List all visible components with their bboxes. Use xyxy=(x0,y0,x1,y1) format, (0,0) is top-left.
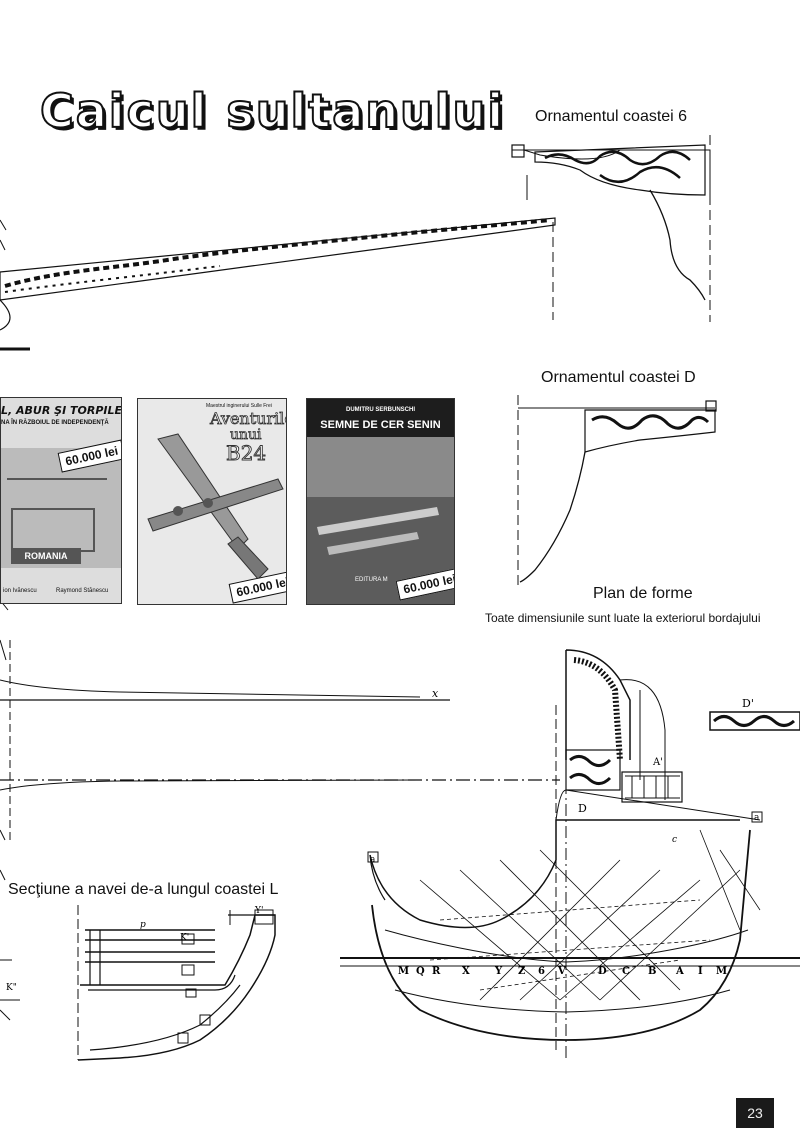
x-axis-label: x xyxy=(432,687,439,700)
d-prime-label: D' xyxy=(742,697,754,710)
y-prime-label: Y' xyxy=(254,906,263,916)
waterline-labels: M Q R X Y Z 6 V D C B A I M xyxy=(398,966,727,977)
book-2-series: Maestrul inginerului Sulle Frei xyxy=(206,403,272,409)
d-prime-ornament xyxy=(709,711,800,731)
jet-illustration xyxy=(307,437,454,604)
c-label: c xyxy=(672,835,677,845)
wl-label: M xyxy=(398,966,409,977)
body-plan-hull xyxy=(340,705,800,1050)
k-prime-label: K' xyxy=(180,933,189,943)
wl-label: C xyxy=(622,966,630,977)
wl-label: V xyxy=(557,966,566,977)
wl-label: A xyxy=(675,966,684,977)
stern-ornament-drawing xyxy=(0,217,556,351)
a-label: a xyxy=(370,855,376,865)
book-1-badge: ROMANIA xyxy=(11,548,81,564)
wl-label: Y xyxy=(494,966,503,977)
book-3-publisher: EDITURA M xyxy=(355,577,388,583)
book-cover-2[interactable]: Maestrul inginerului Sulle Frei Aventuri… xyxy=(137,398,287,605)
wl-label: X xyxy=(462,966,470,977)
book-cover-3[interactable]: DUMITRU SERBUNSCHI SEMNE DE CER SENIN ED… xyxy=(306,398,455,605)
left-edge-marks xyxy=(0,219,12,1021)
wl-label: B xyxy=(648,966,656,977)
wl-label: M xyxy=(716,966,727,977)
caption-plan-subtitle: Toate dimensiunile sunt luate la exterio… xyxy=(485,611,761,625)
book-3-title: SEMNE DE CER SENIN xyxy=(320,419,441,431)
book-1-author-2: Raymond Stănescu xyxy=(56,588,109,594)
book-cover-1[interactable]: L, ABUR ŞI TORPILE NA ÎN RĂZBOIUL DE IND… xyxy=(0,397,122,604)
caption-plan-title: Plan de forme xyxy=(593,585,693,602)
caption-section: Secţiune a navei de-a lungul coastei L xyxy=(8,881,279,898)
a-prime-label: A' xyxy=(652,757,663,768)
caption-ornament-d: Ornamentul coastei D xyxy=(541,369,696,386)
book-1-author-1: ion Ivănescu xyxy=(3,588,37,594)
wl-label: Z xyxy=(518,966,525,977)
d-label: D xyxy=(578,802,587,815)
book-1-subtitle: NA ÎN RĂZBOIUL DE INDEPENDENŢĂ xyxy=(1,420,109,426)
bomber-illustration xyxy=(147,433,284,580)
p-label: p xyxy=(140,920,146,930)
book-2-title-1: Aventurile xyxy=(210,409,287,429)
ornament-6-drawing xyxy=(511,135,711,322)
wl-label: 6 xyxy=(538,966,545,977)
caption-ornament-6: Ornamentul coastei 6 xyxy=(535,108,688,125)
wl-label: I xyxy=(698,966,703,977)
plan-reference-lines xyxy=(0,640,560,840)
book-2-title-2: unui xyxy=(230,427,262,444)
stern-canopy-drawing xyxy=(565,649,683,1060)
page-number: 23 xyxy=(736,1098,774,1128)
book-3-header xyxy=(307,399,454,437)
section-frame-l-drawing xyxy=(0,905,276,1061)
book-1-title: L, ABUR ŞI TORPILE xyxy=(1,404,122,417)
page-title: Caicul sultanului xyxy=(39,83,506,139)
book-2-title-3: B24 xyxy=(226,441,267,466)
ornament-d-drawing xyxy=(517,395,717,590)
book-3-author: DUMITRU SERBUNSCHI xyxy=(346,407,415,413)
a-label: a xyxy=(754,813,760,823)
wl-label: Q xyxy=(416,966,425,977)
k-double-label: K" xyxy=(6,983,17,993)
wl-label: R xyxy=(432,966,441,977)
wl-label: D xyxy=(598,966,607,977)
